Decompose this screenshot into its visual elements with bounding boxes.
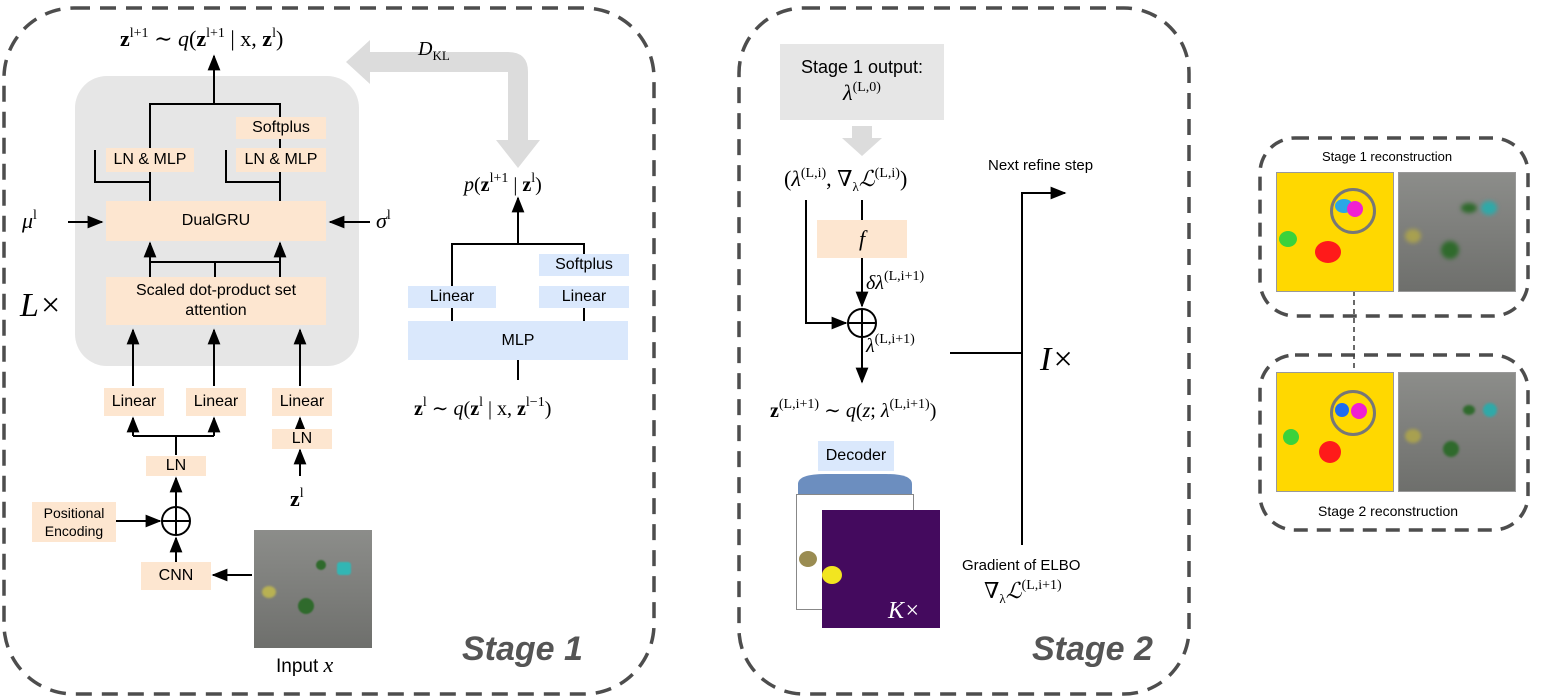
gradient-elbo-label: Gradient of ELBO	[962, 557, 1081, 574]
lambda-next-label: λ(L,i+1)	[866, 332, 915, 358]
K-times-label: K×	[888, 598, 921, 624]
stage2-recon-mask	[1276, 372, 1394, 492]
linear-block-2: Linear	[186, 388, 246, 416]
recon2-panel	[1258, 353, 1530, 532]
decoded-front-image	[822, 510, 940, 628]
sigma-label: σl	[376, 208, 391, 233]
delta-lambda-label: δλ(L,i+1)	[866, 269, 925, 295]
L-times-label: L×	[20, 287, 62, 324]
linear-block-1: Linear	[104, 388, 164, 416]
recon1-panel	[1258, 136, 1530, 318]
dkl-arrow	[346, 40, 540, 168]
dualgru-block: DualGRU	[106, 201, 326, 241]
ln-right-block: LN	[272, 429, 332, 449]
prior-formula: p(zl+1 | zl)	[464, 171, 542, 197]
attention-block: Scaled dot-product set attention	[106, 277, 326, 325]
posterior-top-formula: zl+1 ∼ q(zl+1 | x, zl)	[120, 26, 284, 51]
stage1-recon-circle	[1330, 188, 1376, 234]
prior-linear-left-block: Linear	[408, 286, 496, 308]
decoder-block: Decoder	[818, 441, 894, 471]
refine-f-block: f	[817, 220, 907, 258]
ln-left-block: LN	[146, 456, 206, 476]
prior-softplus-block: Softplus	[539, 254, 629, 276]
stage1-recon-label: Stage 1 reconstruction	[1322, 149, 1453, 164]
input-label: Input x	[276, 652, 334, 677]
mu-label: μl	[22, 208, 37, 233]
dkl-label: DKL	[418, 38, 450, 63]
stage1-recon-mask	[1276, 172, 1394, 292]
linear-block-3: Linear	[272, 388, 332, 416]
stage2-title: Stage 2	[1032, 630, 1153, 668]
ln-mlp-right-block: LN & MLP	[236, 148, 326, 172]
stage2-recon-image	[1398, 372, 1516, 492]
stage2-recon-label: Stage 2 reconstruction	[1318, 503, 1459, 519]
positional-encoding-block: Positional Encoding	[32, 502, 116, 542]
stage1-title: Stage 1	[462, 630, 583, 668]
decoder-shape	[798, 474, 912, 494]
prior-mlp-block: MLP	[408, 321, 628, 360]
z-refined-formula: z(L,i+1) ∼ q(z; λ(L,i+1))	[770, 397, 937, 423]
cnn-block: CNN	[141, 562, 211, 590]
lambda-gradient-pair: (λ(L,i), ∇λℒ(L,i))	[784, 166, 908, 194]
next-refine-label: Next refine step	[988, 157, 1094, 174]
I-times-label: I×	[1040, 341, 1075, 378]
stage2-panel	[737, 6, 1191, 696]
stage2-recon-circle	[1330, 390, 1376, 436]
ln-mlp-left-block: LN & MLP	[106, 148, 194, 172]
gradient-elbo-formula: ∇λℒ(L,i+1)	[984, 578, 1062, 606]
stage1-panel	[2, 6, 656, 696]
input-image	[254, 530, 372, 648]
posterior-bottom-formula: zl ∼ q(zl | x, zl−1)	[414, 395, 552, 421]
stage1-recon-image	[1398, 172, 1516, 292]
z-l-input-label: zl	[290, 486, 304, 511]
stage1-output-block: Stage 1 output: λ(L,0)	[780, 44, 944, 120]
prior-linear-right-block: Linear	[539, 286, 629, 308]
softplus-block: Softplus	[236, 117, 326, 139]
